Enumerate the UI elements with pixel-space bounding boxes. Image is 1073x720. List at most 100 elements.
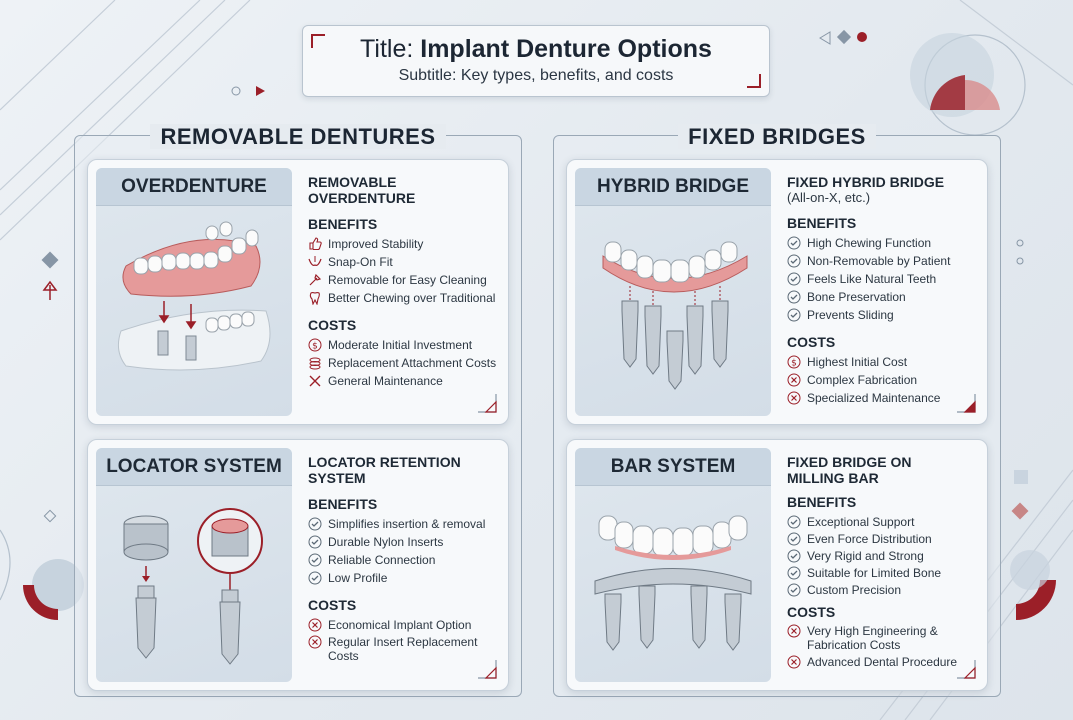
check-icon	[787, 272, 801, 286]
bar-system-illustration	[594, 515, 752, 651]
costs-list: Very High Engineering & Fabrication Cost…	[787, 623, 979, 671]
card-locator-system: LOCATOR SYSTEM	[87, 439, 509, 691]
card-info: REMOVABLE OVERDENTURE BENEFITS Improved …	[308, 174, 500, 390]
benefits-list: Exceptional Support Even Force Distribut…	[787, 513, 979, 598]
check-icon	[787, 236, 801, 250]
list-item: Advanced Dental Procedure	[787, 653, 979, 671]
card-media: HYBRID BRIDGE	[575, 168, 771, 416]
card-media: OVERDENTURE	[96, 168, 292, 416]
benefits-heading: BENEFITS	[787, 215, 857, 231]
card-title: LOCATOR RETENTION SYSTEM	[308, 454, 461, 486]
list-item: Reliable Connection	[308, 551, 500, 569]
x-circle-icon	[787, 373, 801, 387]
locator-illustration	[123, 508, 263, 665]
list-item: Simplifies insertion & removal	[308, 515, 500, 533]
costs-heading: COSTS	[308, 317, 357, 333]
card-label: BAR SYSTEM	[575, 448, 771, 486]
check-icon	[787, 583, 801, 596]
list-item: Prevents Sliding	[787, 306, 979, 324]
check-icon	[787, 308, 801, 322]
check-icon	[787, 515, 801, 528]
benefits-heading: BENEFITS	[308, 496, 378, 512]
list-item: Exceptional Support	[787, 513, 979, 530]
svg-text:$: $	[791, 359, 797, 369]
corner-accent	[957, 394, 976, 413]
x-circle-icon	[308, 635, 322, 649]
check-icon	[787, 532, 801, 545]
column-fixed-bridges: FIXED BRIDGES HYBRID BRIDGE	[553, 124, 1001, 697]
list-item: Low Profile	[308, 569, 500, 587]
dollar-icon: $	[308, 338, 322, 352]
coins-icon	[309, 357, 321, 370]
corner-accent	[478, 394, 497, 413]
page-title: Title: Implant Denture Options	[303, 35, 769, 64]
list-item: General Maintenance	[308, 372, 500, 390]
dollar-icon: $	[787, 355, 801, 369]
list-item: Replacement Attachment Costs	[308, 354, 500, 372]
card-overdenture: OVERDENTURE	[87, 159, 509, 425]
card-label: OVERDENTURE	[96, 168, 292, 206]
thumbs-up-icon	[309, 237, 322, 251]
column-heading: REMOVABLE DENTURES	[75, 124, 521, 150]
card-info: FIXED BRIDGE ON MILLING BAR BENEFITS Exc…	[787, 454, 979, 671]
check-icon	[787, 290, 801, 304]
check-icon	[787, 566, 801, 579]
list-item: Suitable for Limited Bone	[787, 564, 979, 581]
list-item: High Chewing Function	[787, 234, 979, 252]
costs-list: Economical Implant Option Regular Insert…	[308, 616, 500, 664]
costs-heading: COSTS	[787, 334, 836, 350]
tooth-icon	[309, 292, 320, 305]
list-item: $Moderate Initial Investment	[308, 336, 500, 354]
corner-bracket	[311, 34, 325, 48]
check-icon	[308, 553, 322, 567]
column-removable-dentures: REMOVABLE DENTURES OVERDENTURE	[74, 124, 522, 697]
card-info: LOCATOR RETENTION SYSTEM BENEFITS Simpli…	[308, 454, 500, 664]
card-title: FIXED HYBRID BRIDGE	[787, 174, 945, 190]
list-item: Feels Like Natural Teeth	[787, 270, 979, 288]
card-title: REMOVABLE OVERDENTURE	[308, 174, 416, 206]
check-icon	[308, 571, 322, 585]
title-box: Title: Implant Denture Options Subtitle:…	[302, 25, 770, 97]
list-item: Improved Stability	[308, 235, 500, 253]
check-icon	[787, 254, 801, 268]
list-item: Non-Removable by Patient	[787, 252, 979, 270]
card-title: FIXED BRIDGE ON MILLING BAR	[787, 454, 912, 486]
corner-bracket	[747, 74, 761, 88]
card-hybrid-bridge: HYBRID BRIDGE FIX	[566, 159, 988, 425]
page-subtitle: Subtitle: Key types, benefits, and costs	[398, 67, 674, 84]
costs-heading: COSTS	[308, 597, 357, 613]
costs-list: $Moderate Initial Investment Replacement…	[308, 336, 500, 390]
corner-accent	[478, 660, 497, 679]
x-circle-icon	[308, 618, 322, 632]
list-item: Better Chewing over Traditional	[308, 289, 500, 307]
benefits-list: Simplifies insertion & removal Durable N…	[308, 515, 500, 587]
brush-icon	[309, 273, 322, 286]
benefits-heading: BENEFITS	[308, 216, 378, 232]
snap-icon	[308, 256, 322, 266]
x-circle-icon	[787, 624, 801, 638]
card-media: LOCATOR SYSTEM	[96, 448, 292, 682]
benefits-heading: BENEFITS	[787, 494, 857, 510]
list-item: $Highest Initial Cost	[787, 353, 979, 371]
list-item: Complex Fabrication	[787, 371, 979, 389]
hybrid-bridge-illustration	[602, 241, 748, 390]
benefits-list: Improved Stability Snap-On Fit Removable…	[308, 235, 500, 307]
card-label: LOCATOR SYSTEM	[96, 448, 292, 486]
benefits-list: High Chewing Function Non-Removable by P…	[787, 234, 979, 324]
list-item: Regular Insert Replacement Costs	[308, 634, 500, 664]
list-item: Snap-On Fit	[308, 253, 500, 271]
list-item: Removable for Easy Cleaning	[308, 271, 500, 289]
list-item: Specialized Maintenance	[787, 389, 979, 407]
costs-list: $Highest Initial Cost Complex Fabricatio…	[787, 353, 979, 407]
corner-accent	[957, 660, 976, 679]
tools-icon	[309, 375, 321, 387]
title-prefix: Title:	[360, 35, 414, 63]
check-icon	[308, 517, 322, 531]
list-item: Bone Preservation	[787, 288, 979, 306]
card-bar-system: BAR SYSTEM FIXED BRIDGE ON M	[566, 439, 988, 691]
list-item: Durable Nylon Inserts	[308, 533, 500, 551]
card-media: BAR SYSTEM	[575, 448, 771, 682]
x-circle-icon	[787, 391, 801, 405]
overdenture-illustration	[117, 221, 271, 371]
x-circle-icon	[787, 655, 801, 669]
